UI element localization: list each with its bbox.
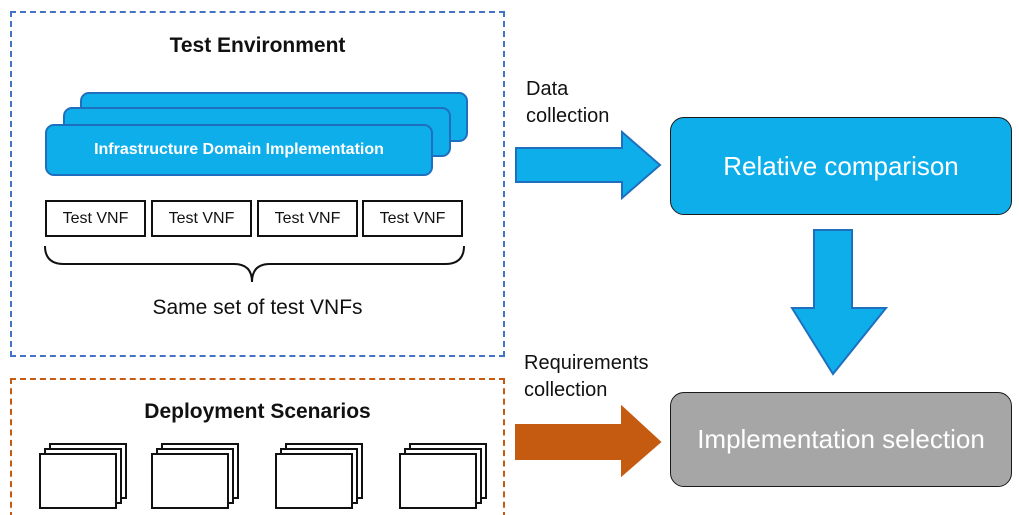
relative-comparison-box: Relative comparison (670, 117, 1012, 215)
requirements-collection-label: Requirements collection (524, 350, 649, 404)
data-collection-label-line2: collection (526, 105, 610, 127)
infra-domain-implementation: Infrastructure Domain Implementation (45, 124, 433, 176)
test-vnf-3: Test VNF (257, 200, 358, 237)
implementation-selection-box: Implementation selection (670, 392, 1012, 487)
test-environment-title: Test Environment (169, 34, 346, 57)
test-vnf-4: Test VNF (362, 200, 463, 237)
requirements-collection-label-line1: Requirements (524, 352, 649, 374)
requirements-collection-label-line2: collection (524, 379, 608, 401)
vnf-set-caption: Same set of test VNFs (152, 296, 363, 319)
comparison-to-selection-arrow (790, 229, 889, 376)
deployment-scenarios-group (10, 378, 505, 515)
data-collection-label: Data collection (526, 76, 609, 130)
test-vnf-1: Test VNF (45, 200, 146, 237)
requirements-collection-arrow (515, 405, 662, 477)
test-environment-group (10, 11, 505, 357)
document-stack-icon (39, 443, 127, 509)
document-stack-icon (275, 443, 363, 509)
data-collection-arrow (515, 130, 662, 200)
vnf-group-brace (44, 245, 465, 283)
document-stack-icon (151, 443, 239, 509)
document-stack-icon (399, 443, 487, 509)
data-collection-label-line1: Data (526, 78, 569, 100)
deployment-scenarios-title: Deployment Scenarios (144, 400, 371, 423)
test-vnf-2: Test VNF (151, 200, 252, 237)
